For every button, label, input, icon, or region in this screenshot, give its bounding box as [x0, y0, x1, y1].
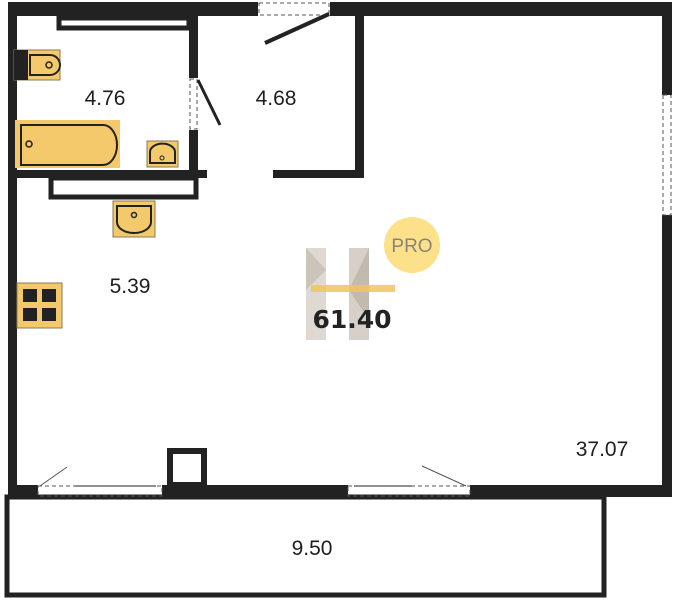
entry-door-frame: [258, 2, 330, 16]
wall-hall-vertical: [355, 16, 364, 178]
bath-door-icon: [196, 79, 222, 126]
door-swing-right: [421, 465, 467, 487]
room-area-balcony: 9.50: [292, 537, 333, 560]
balcony-door-right-icon: [347, 485, 471, 497]
door-swing-left: [39, 466, 68, 487]
bath-niche: [56, 15, 192, 31]
walls: [8, 2, 672, 497]
kitchen-niche: [48, 175, 199, 200]
wall-bottom-3: [470, 485, 672, 497]
bathtub-icon: [15, 120, 120, 168]
balcony-outline: [4, 494, 607, 598]
wall-bath-lower: [189, 130, 198, 175]
toilet-icon: [13, 49, 61, 81]
room-area-hallway: 4.68: [256, 87, 297, 110]
room-area-bathroom: 4.76: [85, 87, 126, 110]
wall-bath-bottom: [16, 170, 207, 178]
room-area-living: 37.07: [576, 438, 629, 461]
wall-hall-bottom: [273, 170, 364, 178]
balcony-door-left-icon: [37, 485, 163, 497]
stove-icon: [16, 282, 63, 329]
bath-door-frame: [189, 78, 198, 130]
wall-bath-upper: [189, 16, 198, 78]
pro-badge-label: PRO: [391, 236, 432, 257]
wall-right-bottom: [662, 215, 672, 497]
wall-right-top: [662, 2, 672, 95]
wall-top-left: [8, 2, 258, 16]
pro-badge: [384, 217, 440, 273]
wall-bottom-2: [162, 485, 348, 497]
fixtures: [13, 49, 179, 329]
total-area: 61.40: [312, 305, 391, 334]
room-area-kitchen: 5.39: [110, 275, 151, 298]
wall-bottom-1: [8, 485, 38, 497]
column: [167, 448, 207, 488]
entry-door-icon: [264, 12, 330, 45]
wall-left: [8, 2, 17, 497]
sink-small-icon: [146, 140, 179, 168]
window-right-icon: [662, 94, 672, 216]
logo: PRO: [306, 217, 440, 340]
kitchen-sink-icon: [112, 200, 156, 238]
wall-top-right: [330, 2, 672, 16]
